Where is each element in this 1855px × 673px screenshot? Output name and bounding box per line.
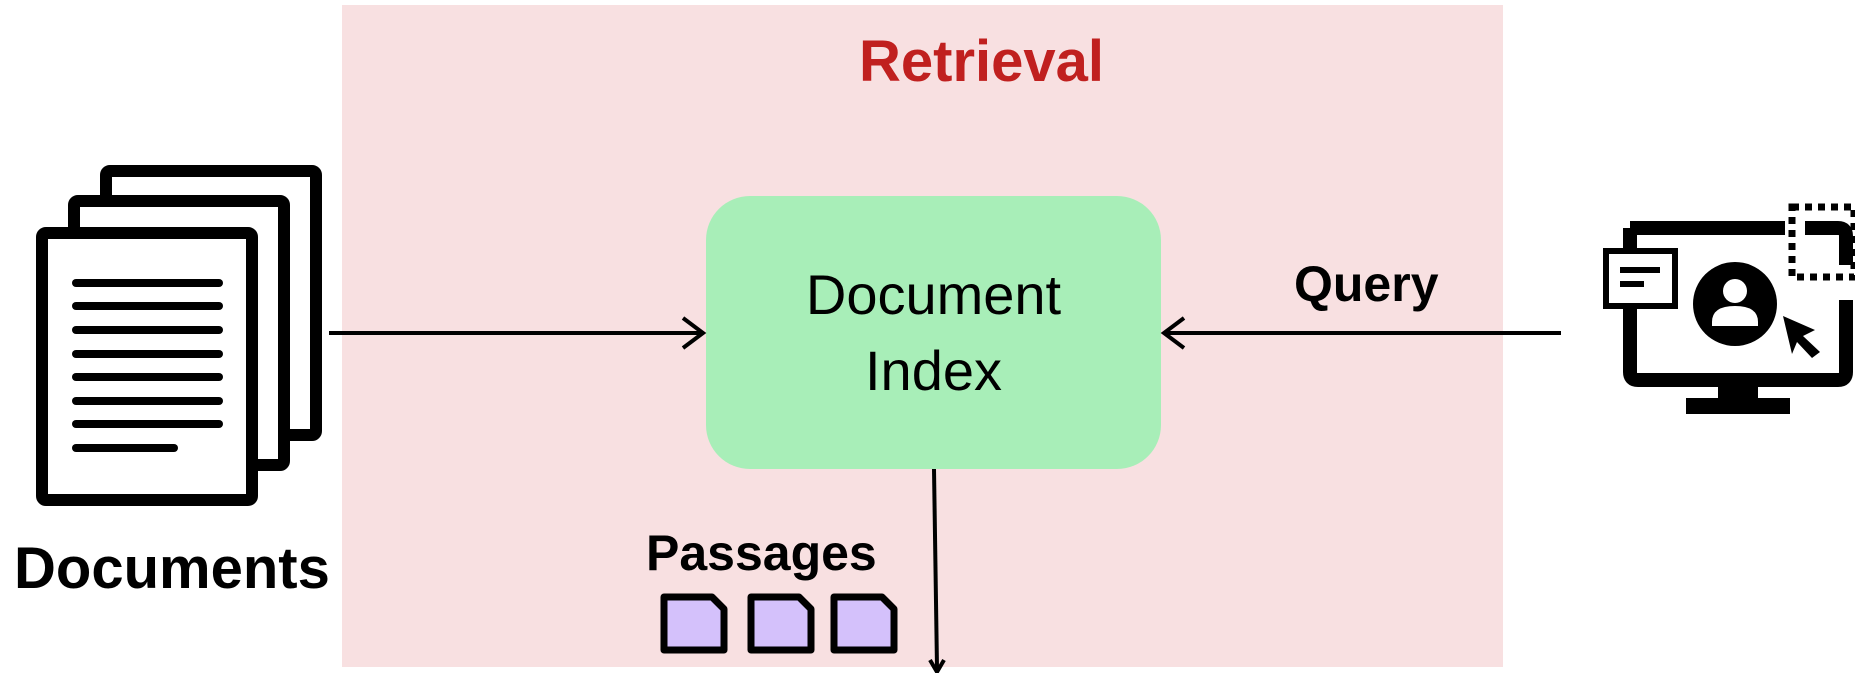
user-computer-icon: [1603, 203, 1855, 414]
document-index-box: Document Index: [706, 196, 1161, 469]
passage-icon: [747, 593, 815, 654]
document-index-line1: Document: [805, 262, 1062, 326]
arrow-documents-to-index: [329, 316, 707, 350]
arrow-index-down: [928, 468, 946, 673]
passages-label: Passages: [646, 525, 877, 581]
passage-icon: [830, 593, 898, 654]
document-index-line2: Index: [865, 338, 1002, 402]
documents-label: Documents: [14, 536, 330, 601]
documents-stack-icon: [36, 165, 322, 506]
retrieval-title: Retrieval: [859, 29, 1105, 94]
arrow-query-to-index: [1160, 316, 1561, 350]
query-label: Query: [1294, 256, 1439, 312]
passage-icon: [660, 593, 728, 654]
